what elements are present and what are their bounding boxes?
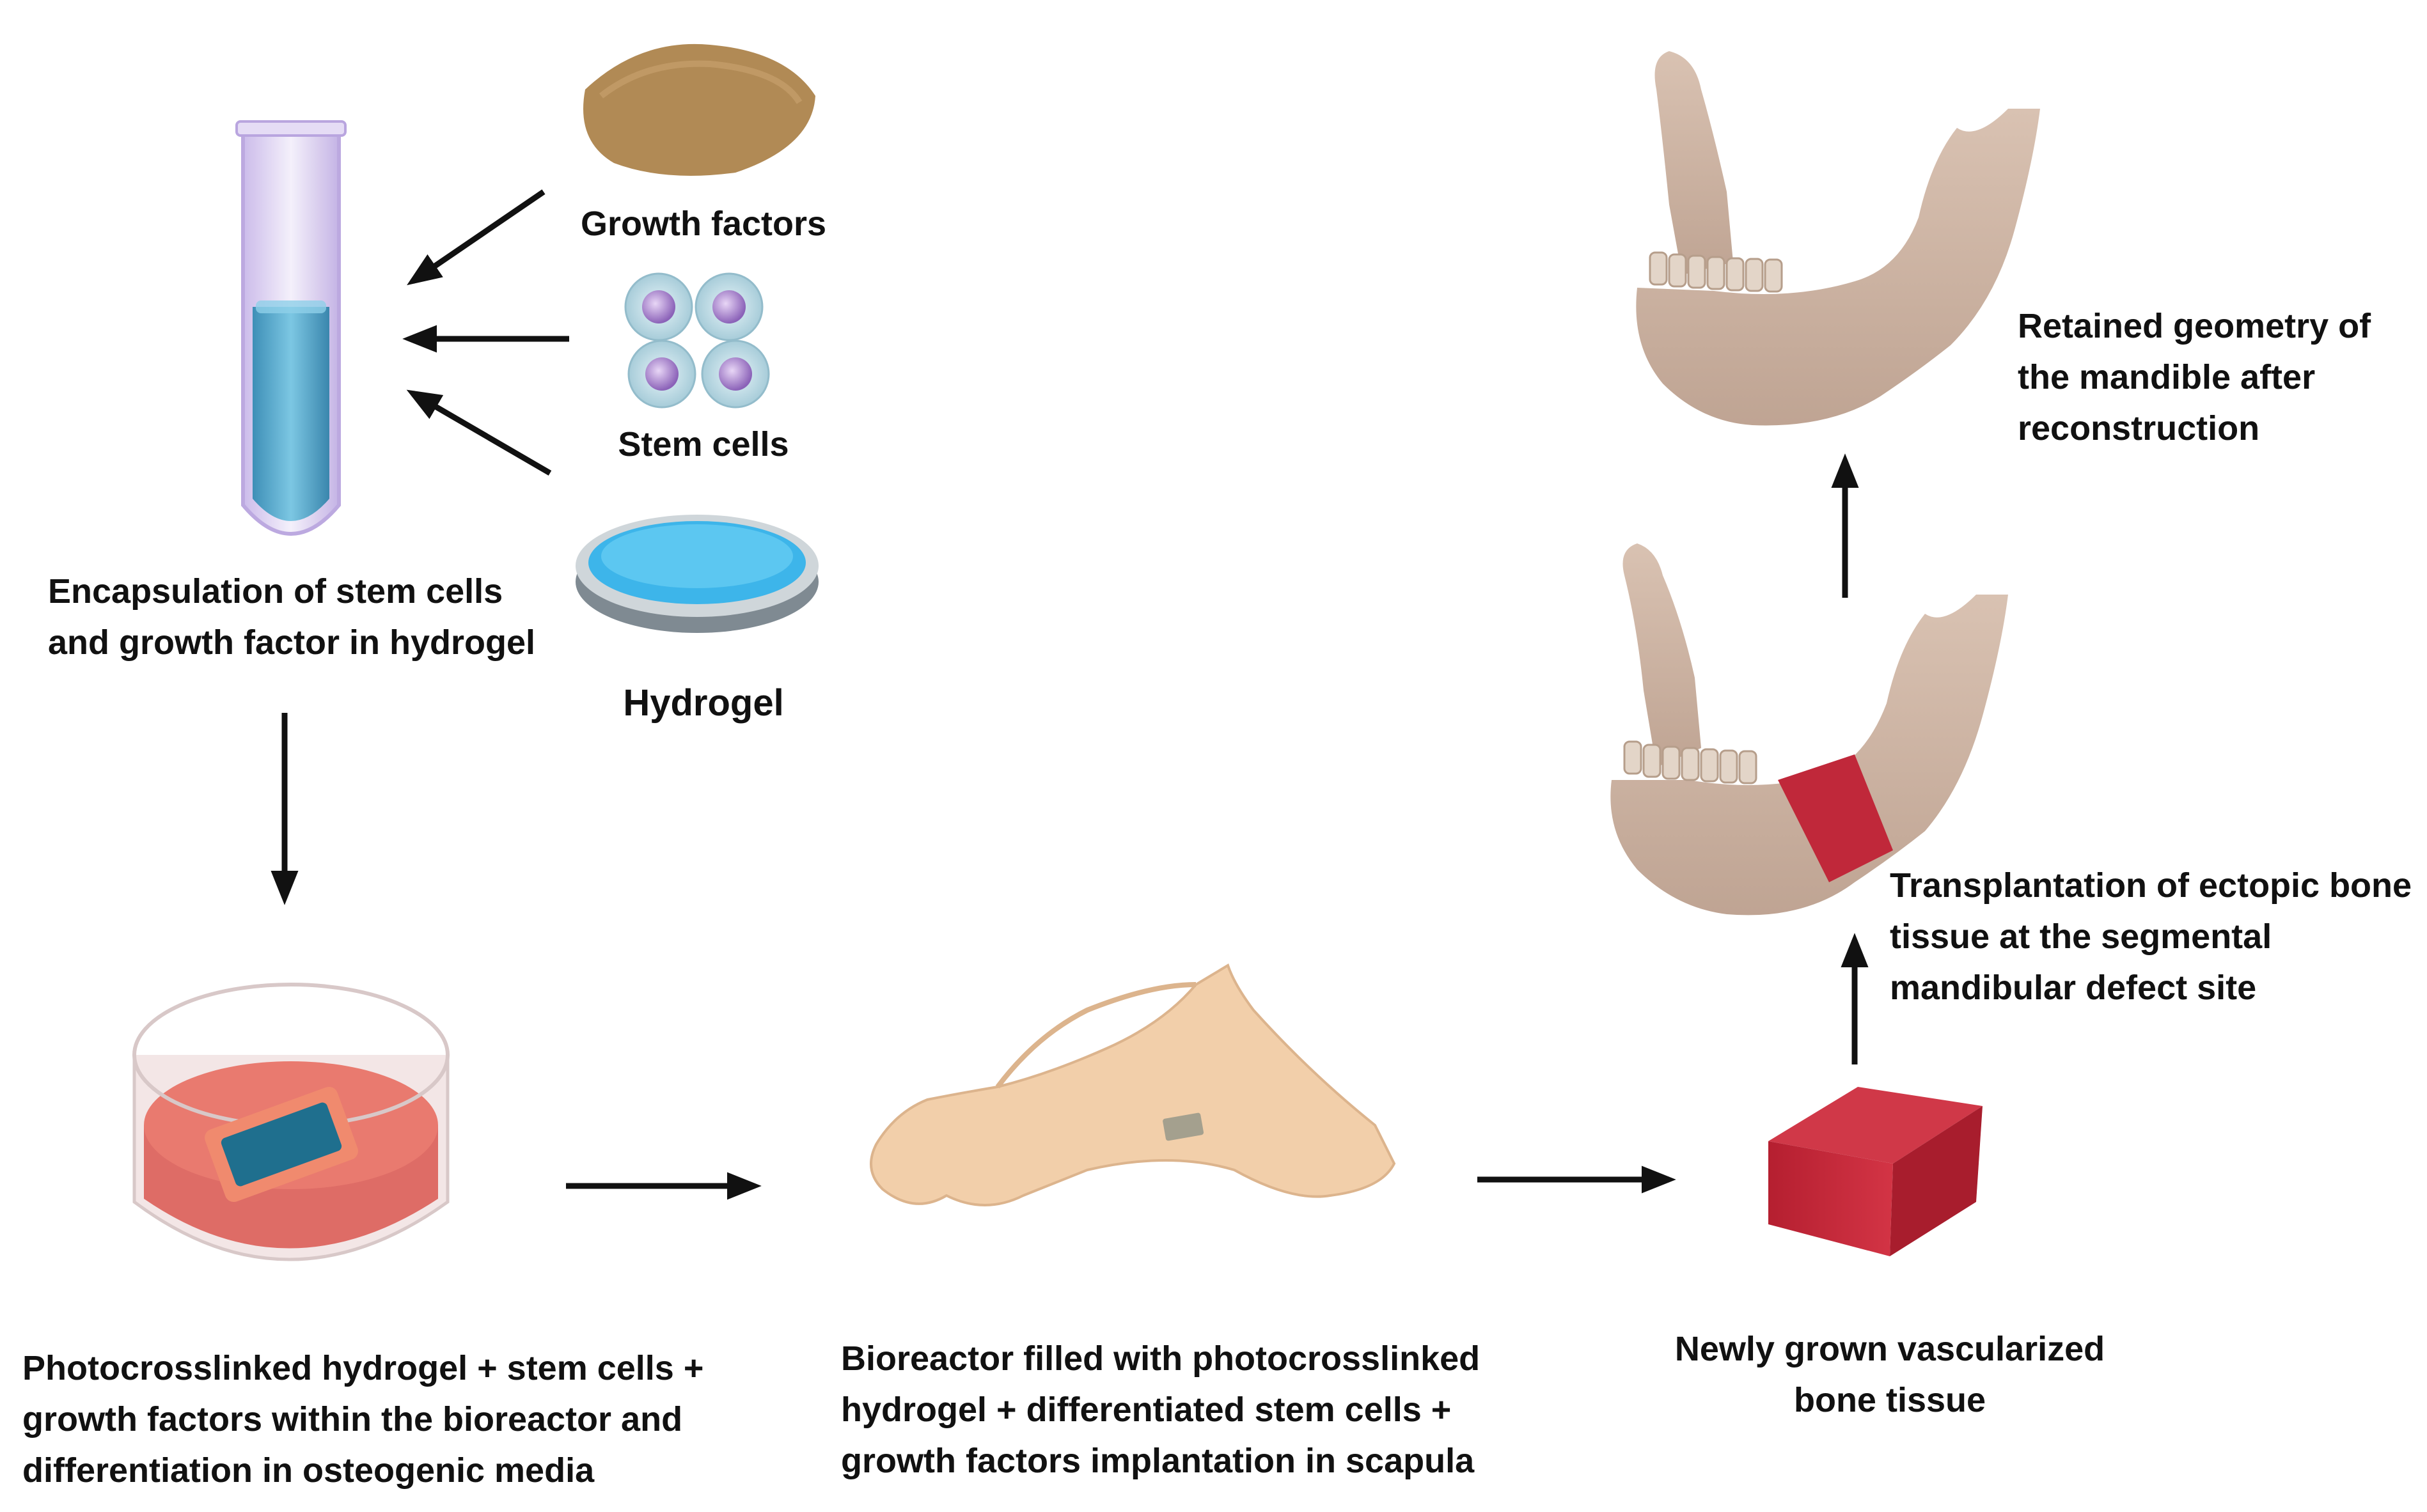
transplantation-label: Transplantation of ectopic bone tissue a… [1890, 866, 2412, 1007]
arrow-growth-factors [407, 189, 546, 286]
mandible-reconstructed-icon [1636, 51, 2040, 426]
hydrogel-label: Hydrogel [623, 682, 784, 724]
newly-grown-label: Newly grown vascularized bone tissue [1674, 1330, 2105, 1419]
encapsulation-label: Encapsulation of stem cells and growth f… [48, 572, 536, 662]
retained-label: Retained geometry of the mandible after … [2018, 307, 2371, 448]
arrow-hydrogel [406, 389, 552, 476]
bioreactor-label: Bioreactor filled with photocrosslinked … [841, 1339, 1481, 1480]
growth-factors-label: Growth factors [580, 205, 827, 243]
bioreactor-dish-icon [132, 983, 450, 1261]
scapula-icon [870, 963, 1396, 1206]
mandible-defect-icon [1610, 543, 2008, 916]
test-tube-icon [235, 120, 347, 536]
bone-block-icon [1768, 1087, 1983, 1256]
growth-factor-powder-icon [583, 43, 815, 176]
photocrosslinked-label: Photocrosslinked hydrogel + stem cells +… [22, 1349, 704, 1490]
petri-dish-hydrogel-icon [576, 515, 819, 633]
stem-cell-cluster-icon [624, 272, 770, 409]
stem-cells-label: Stem cells [618, 425, 789, 464]
